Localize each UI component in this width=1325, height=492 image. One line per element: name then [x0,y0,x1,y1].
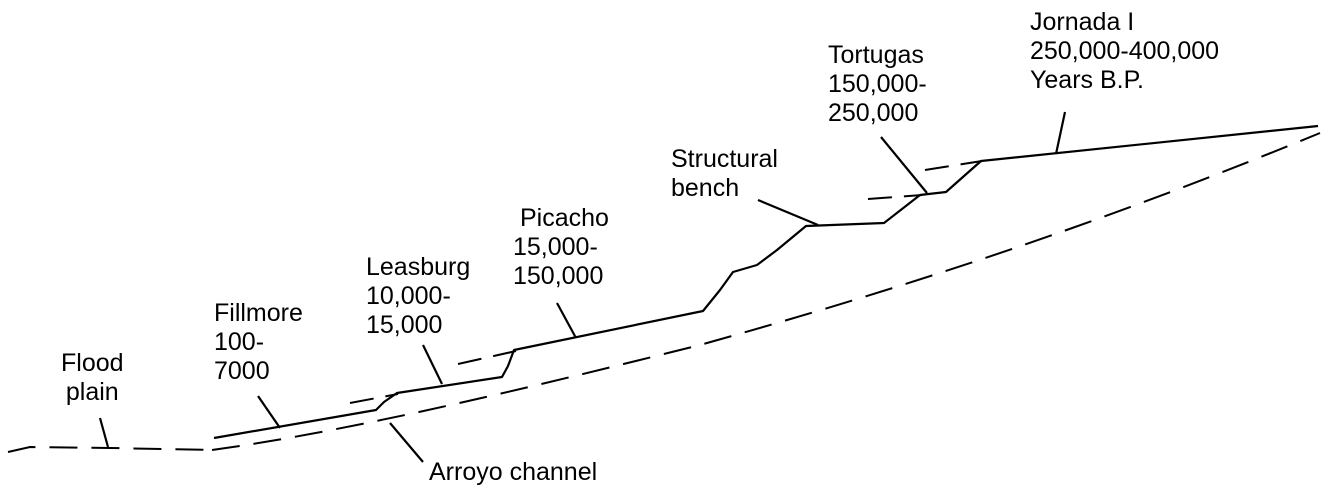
flood-plain-leader [98,417,110,448]
structural-bench-leader [757,198,819,227]
leasburg-projection-line [457,350,517,365]
arroyo-channel-line [211,132,1321,451]
jornada-projection-line [924,160,983,171]
picacho-leader [556,302,577,339]
fillmore-projection-line [349,393,399,404]
tortugas-projection-line [867,194,923,200]
fillmore-label: Fillmore 100- 7000 [214,299,303,385]
jornada-leader [1054,111,1067,155]
picacho-label: Picacho 15,000- 150,000 [513,204,609,290]
leasburg-leader [422,344,443,385]
jornada-label: Jornada I 250,000-400,000 Years B.P. [1030,8,1220,94]
flood-plain-line [7,445,215,453]
flood-plain-label: Flood plain [61,349,124,406]
tortugas-leader [880,136,928,194]
tortugas-label: Tortugas 150,000- 250,000 [828,41,927,127]
leasburg-label: Leasburg 10,000- 15,000 [366,253,471,339]
arroyo-channel-label: Arroyo channel [429,458,598,486]
structural-bench-label: Structural bench [671,145,778,202]
fillmore-leader [257,395,281,429]
arroyo-channel-leader [389,422,424,463]
